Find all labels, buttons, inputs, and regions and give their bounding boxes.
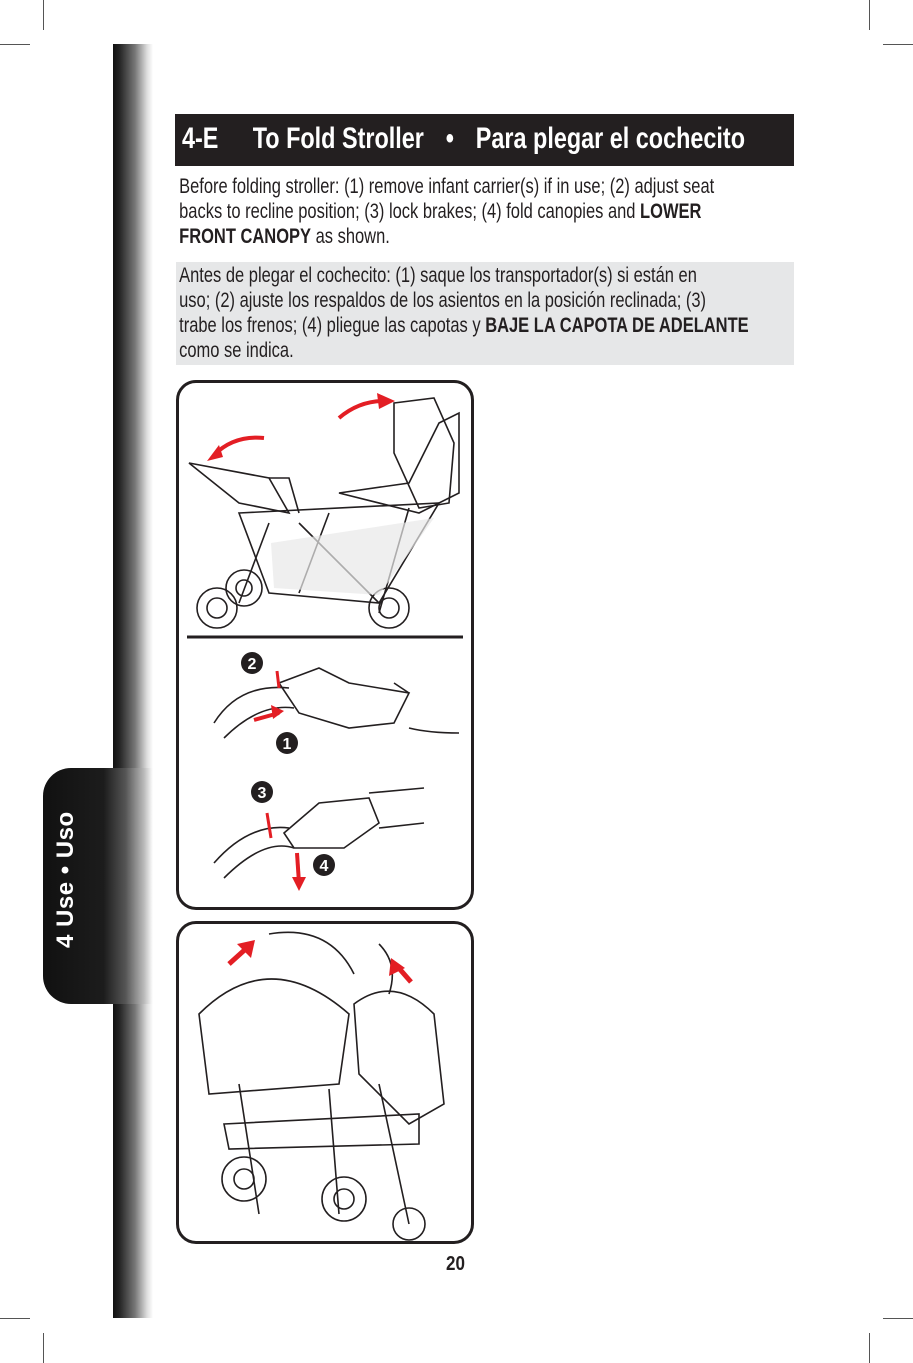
stroller-brake-illustration: 2 1 3 4 <box>187 393 463 891</box>
text: as shown. <box>311 225 390 248</box>
crop-mark <box>883 1318 913 1319</box>
crop-mark <box>0 1318 30 1319</box>
crop-mark <box>883 44 913 45</box>
bold-text: FRONT CANOPY <box>179 225 312 248</box>
crop-mark <box>869 1333 870 1363</box>
text: trabe los frenos; (4) pliegue las capota… <box>179 314 486 337</box>
text-line: FRONT CANOPY as shown. <box>176 224 661 249</box>
arrowhead-icon <box>237 940 255 958</box>
arrowhead-icon <box>207 445 223 461</box>
crop-mark <box>43 1333 44 1363</box>
illustration-panel-lower-canopy <box>176 921 474 1244</box>
step-badge-2: 2 <box>241 652 263 674</box>
arrow-icon <box>212 435 265 457</box>
text-line: Antes de plegar el cochecito: (1) saque … <box>179 264 697 287</box>
text-line: Before folding stroller: (1) remove infa… <box>179 175 715 198</box>
title-spanish: Para plegar el cochecito <box>475 122 746 155</box>
crop-mark <box>869 0 870 30</box>
text-line: como se indica. <box>179 339 294 362</box>
step-badge-4: 4 <box>313 854 335 876</box>
text-line: uso; (2) ajuste los respaldos de los asi… <box>179 289 707 312</box>
instructions-spanish: Antes de plegar el cochecito: (1) saque … <box>176 262 794 365</box>
bold-text: LOWER <box>640 200 702 223</box>
stroller-canopy-illustration <box>198 931 445 1241</box>
arrowhead-icon <box>377 393 395 409</box>
crop-mark <box>0 44 30 45</box>
svg-text:2: 2 <box>248 656 257 673</box>
section-number: 4-E <box>182 122 219 155</box>
arrow-icon <box>337 399 385 420</box>
bold-text: BAJE LA CAPOTA DE ADELANTE <box>485 314 749 337</box>
page-number: 20 <box>446 1253 465 1275</box>
step-badge-1: 1 <box>276 732 298 754</box>
text: backs to recline position; (3) lock brak… <box>179 200 641 223</box>
section-header: 4-E To Fold Stroller • Para plegar el coche… <box>175 114 794 166</box>
section-tab <box>43 768 153 1004</box>
svg-text:4: 4 <box>320 858 329 875</box>
page-edge-gradient <box>113 44 153 1318</box>
text-line: backs to recline position; (3) lock brak… <box>176 199 701 224</box>
illustration-panel-recline-brakes: 2 1 3 4 <box>176 380 474 910</box>
title-english: To Fold Stroller <box>252 122 424 155</box>
crop-mark <box>43 0 44 30</box>
step-badge-3: 3 <box>251 781 273 803</box>
text-line: trabe los frenos; (4) pliegue las capota… <box>176 313 749 338</box>
arrowhead-icon <box>389 958 405 976</box>
title-separator: • <box>445 122 454 155</box>
svg-text:1: 1 <box>283 736 292 753</box>
instructions-english: Before folding stroller: (1) remove infa… <box>176 174 794 249</box>
section-tab-label: 4 Use • Uso <box>52 811 79 948</box>
svg-text:3: 3 <box>258 785 267 802</box>
